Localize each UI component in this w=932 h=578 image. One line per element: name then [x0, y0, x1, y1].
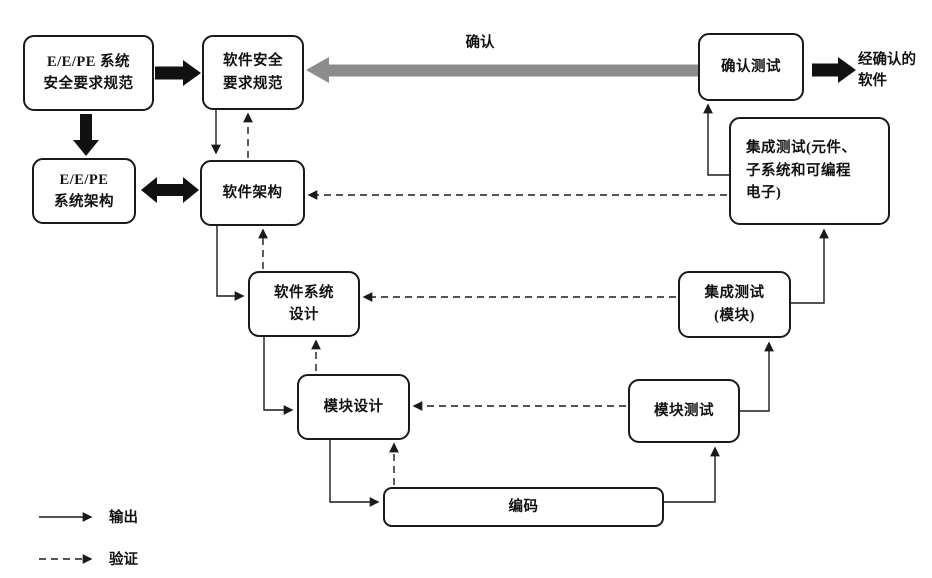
node-integration-test-module: 集成测试 (模块) [678, 271, 791, 338]
output-sw-arch-to-sw-sys-design [216, 226, 245, 301]
node-eepe-safety-requirements-spec: E/E/PE 系统 安全要求规范 [23, 35, 154, 111]
label-validation-arrow: 确认 [465, 35, 495, 51]
thick-arrow-eepe-srs-to-eepe-arch [73, 114, 99, 156]
node-integration-test-pe: 集成测试(元件、 子系统和可编程 电子) [729, 117, 890, 225]
legend-dashed-arrow-icon [39, 553, 93, 564]
output-integration-test-module-to-integration-test-pe [791, 228, 829, 304]
output-integration-test-pe-to-validation-test [703, 103, 729, 176]
node-software-system-design: 软件系统 设计 [248, 271, 360, 337]
thick-arrow-validation-test-to-validated-software [812, 57, 856, 83]
output-module-test-to-integration-test-module [740, 341, 774, 412]
legend-verification: 验证 [38, 548, 138, 569]
node-software-architecture: 软件架构 [200, 160, 305, 226]
legend-output-label: 输出 [109, 510, 138, 526]
node-software-safety-requirements-spec: 软件安全 要求规范 [202, 35, 304, 110]
node-module-test: 模块测试 [628, 379, 740, 443]
label-validated-software: 经确认的 软件 [858, 52, 916, 90]
thick-arrow-eepe-srs-to-sw-srs [155, 60, 201, 86]
node-validation-test: 确认测试 [698, 33, 804, 101]
legend-verification-label: 验证 [109, 552, 138, 568]
output-sw-sys-design-to-module-design [263, 337, 294, 415]
legend-output: 输出 [38, 506, 138, 527]
legend-solid-arrow-icon [39, 511, 93, 522]
gray-validation-arrow [306, 57, 698, 83]
node-eepe-system-architecture: E/E/PE 系统架构 [32, 158, 136, 224]
node-coding: 编码 [383, 487, 664, 527]
thick-arrow-eepe-arch-sw-arch-bidirectional [141, 177, 199, 203]
output-module-design-to-coding [329, 440, 380, 507]
output-coding-to-module-test [664, 446, 720, 503]
node-module-design: 模块设计 [297, 374, 410, 440]
